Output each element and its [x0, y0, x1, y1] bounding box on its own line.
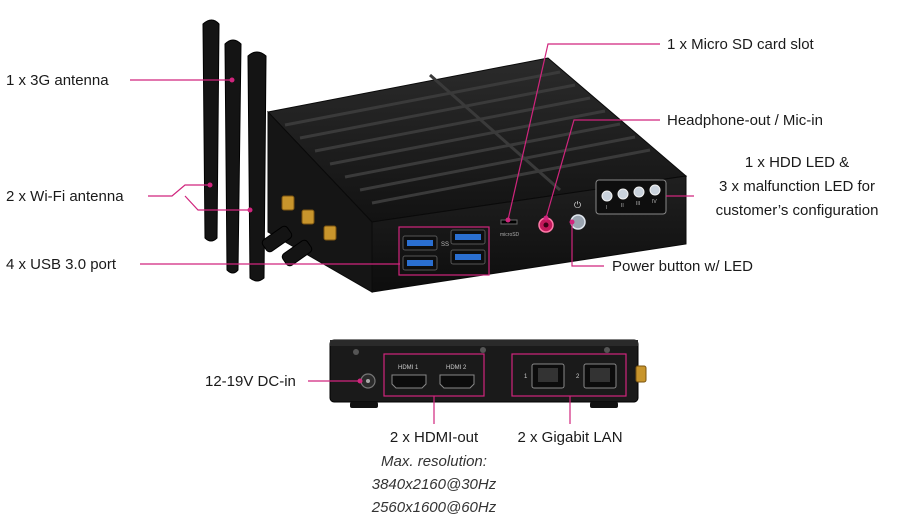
led-panel — [595, 179, 667, 215]
antenna-wifi-1 — [224, 39, 242, 274]
callout-leds-line2: 3 x malfunction LED for — [719, 178, 875, 195]
callout-leds-line3: customer’s configuration — [715, 202, 879, 219]
antenna-wifi-2 — [247, 51, 267, 282]
callout-power-button: Power button w/ LED — [612, 258, 753, 275]
led-label-4: IV — [652, 199, 657, 205]
callout-leds-line1: 1 x HDD LED & — [744, 154, 850, 171]
heatsink-fins — [284, 70, 651, 205]
callout-hdmi-res-1: 3840x2160@30Hz — [371, 476, 497, 493]
antenna-3g — [202, 19, 220, 242]
lan-ports: 1 2 — [524, 363, 617, 389]
callout-dc-in: 12-19V DC-in — [205, 373, 296, 390]
led-label-2: II — [621, 203, 624, 209]
rear-view-device: HDMI 1 HDMI 2 1 2 — [329, 339, 647, 408]
antennas — [202, 19, 313, 282]
svg-text:SS: SS — [441, 242, 449, 248]
callout-hdmi-res-2: 2560x1600@60Hz — [371, 499, 497, 516]
callout-hdmi-res-title: Max. resolution: — [381, 453, 487, 470]
led-label-3: III — [636, 201, 640, 207]
callout-wifi-antenna: 2 x Wi-Fi antenna — [6, 188, 124, 205]
led-label-1: I — [606, 205, 607, 211]
callout-3g-antenna: 1 x 3G antenna — [6, 72, 109, 89]
leader-dots — [207, 77, 575, 384]
callout-usb-ports: 4 x USB 3.0 port — [6, 256, 117, 273]
front-view-device: SS microSD ⏻ I II III IV — [202, 19, 688, 293]
leader-lines — [130, 43, 694, 424]
svg-text:⏻: ⏻ — [574, 200, 581, 211]
hdmi1-marking: HDMI 1 — [398, 365, 419, 371]
lan1-marking: 1 — [524, 374, 528, 380]
antenna-connectors — [281, 195, 337, 241]
callout-headphone-mic: Headphone-out / Mic-in — [667, 112, 823, 129]
callout-microsd-slot: 1 x Micro SD card slot — [667, 36, 814, 53]
lan2-marking: 2 — [576, 374, 580, 380]
usb-ports: SS — [402, 229, 486, 271]
hdmi-ports: HDMI 1 HDMI 2 — [391, 365, 475, 389]
callout-gigabit-lan: 2 x Gigabit LAN — [517, 429, 623, 446]
status-leds — [601, 184, 661, 202]
hdmi2-marking: HDMI 2 — [446, 365, 467, 371]
callout-hdmi-out: 2 x HDMI-out — [389, 429, 479, 446]
microsd-marking: microSD — [500, 232, 520, 238]
